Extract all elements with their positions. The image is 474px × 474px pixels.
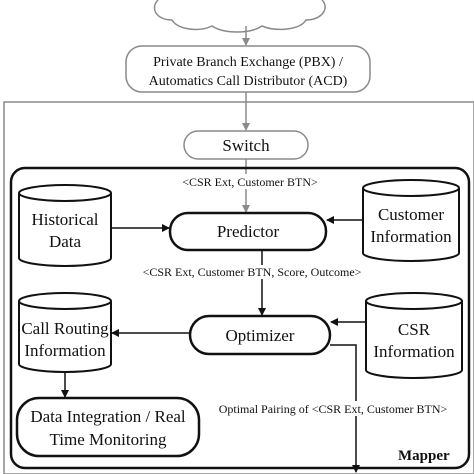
customer-information-label-line2: Information [370,227,452,246]
call-routing-information-node: Call Routing Information [18,292,112,373]
predictor-to-optimizer-label: <CSR Ext, Customer BTN, Score, Outcome> [143,265,362,279]
data-integration-node: Data Integration / Real Time Monitoring [15,396,201,458]
data-integration-label-line1: Data Integration / Real [30,407,186,426]
optimizer-label: Optimizer [226,326,295,345]
csr-information-label-line1: CSR [398,320,431,339]
predictor-label: Predictor [217,222,280,241]
pbx-acd-node: Private Branch Exchange (PBX) / Automati… [125,45,371,93]
data-integration-label-line2: Time Monitoring [50,430,167,449]
historical-data-label-line2: Data [49,232,82,251]
optimal-pairing-label: Optimal Pairing of <CSR Ext, Customer BT… [219,402,448,416]
switch-node: Switch [183,130,309,160]
mapper-container [9,166,471,470]
pbx-label-line2: Automatics Call Distributor (ACD) [149,74,348,89]
call-routing-label-line2: Information [24,341,106,360]
call-routing-label-line1: Call Routing [21,319,109,338]
historical-data-label-line1: Historical [31,210,98,229]
predictor-node: Predictor [168,211,328,252]
csr-information-label-line2: Information [373,342,455,361]
optimizer-node: Optimizer [188,314,332,356]
historical-data-node: Historical Data [18,184,112,267]
customer-information-label-line1: Customer [378,205,444,224]
csr-information-node: CSR Information [365,292,463,379]
outer-system-frame [3,101,474,474]
mapper-label: Mapper [398,448,450,464]
pbx-label-line1: Private Branch Exchange (PBX) / [153,55,343,70]
switch-to-predictor-label: <CSR Ext, Customer BTN> [182,175,318,189]
optimizer-output-arrow [330,344,360,473]
switch-label: Switch [222,136,270,155]
cloud-shape [153,0,326,33]
customer-information-node: Customer Information [362,179,460,262]
